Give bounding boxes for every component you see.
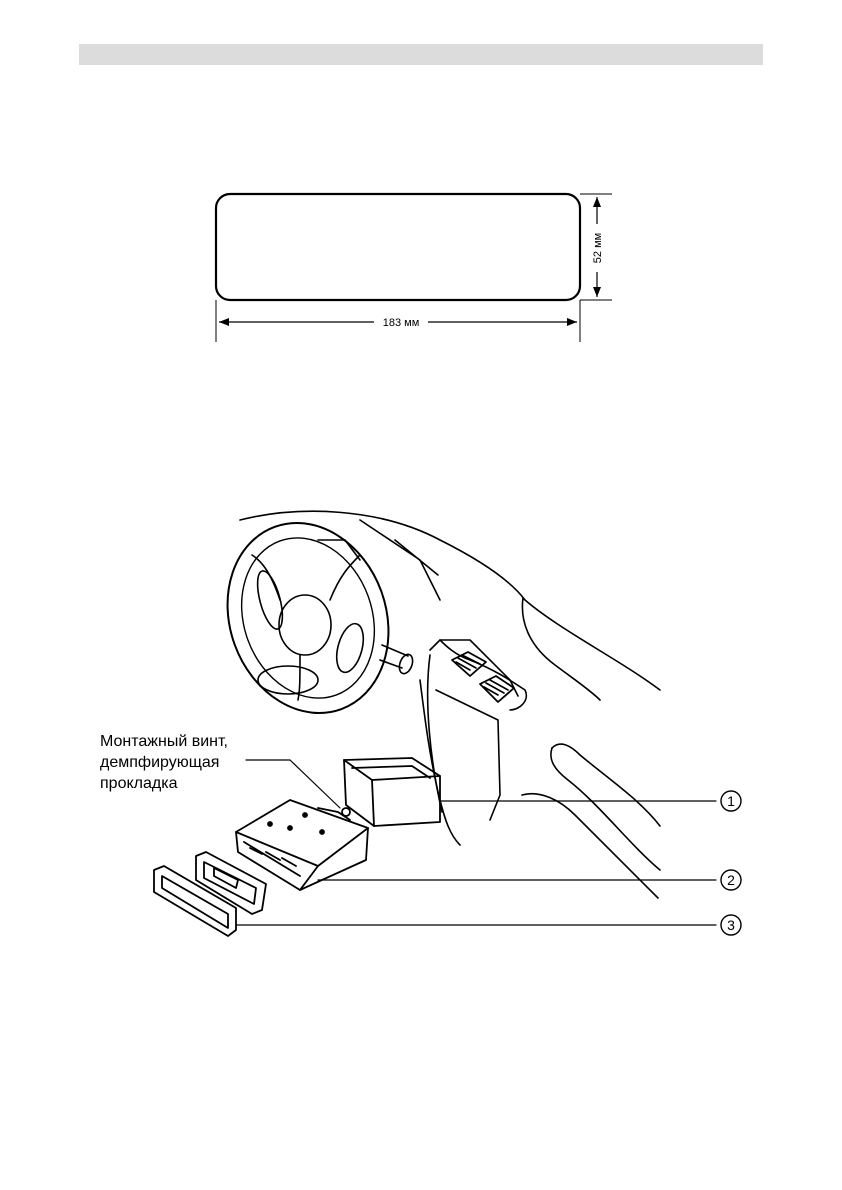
head-unit bbox=[236, 800, 368, 890]
width-label: 183 мм bbox=[383, 317, 420, 329]
din-opening-outline bbox=[216, 194, 580, 300]
callout-number-3: 3 bbox=[727, 917, 735, 933]
mounting-screw-label-line2: демпфирующая bbox=[100, 754, 219, 771]
mounting-screw-label-line1: Монтажный винт, bbox=[100, 733, 228, 750]
callout-number-1: 1 bbox=[727, 793, 735, 809]
callout-number-2: 2 bbox=[727, 872, 735, 888]
trim-frame bbox=[154, 866, 236, 936]
center-console bbox=[440, 640, 526, 710]
mounting-sleeve bbox=[344, 758, 440, 826]
height-label: 52 мм bbox=[592, 233, 604, 263]
installation-illustration bbox=[154, 500, 741, 936]
mounting-screw-label-line3: прокладка bbox=[100, 775, 178, 792]
